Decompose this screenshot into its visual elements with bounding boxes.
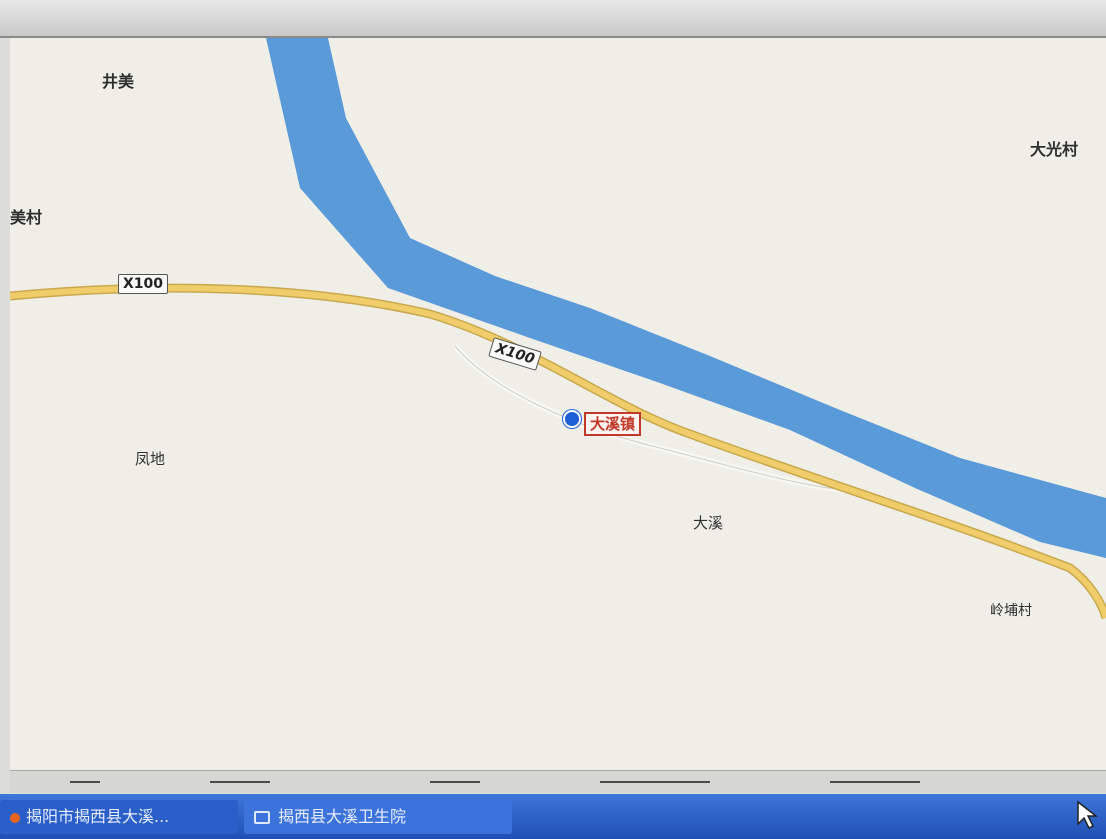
- scale-dash: [830, 781, 920, 783]
- map-drawing: [10, 38, 1106, 620]
- window-icon: [254, 811, 270, 824]
- taskbar-item-label: 揭西县大溪卫生院: [278, 807, 407, 826]
- marker-label[interactable]: 大溪镇: [584, 412, 642, 436]
- place-label-daxi: 大溪: [693, 514, 724, 532]
- place-label-meicun: 美村: [10, 208, 43, 227]
- road-x100-fill: [10, 285, 1106, 619]
- window-top-bar: [0, 0, 1106, 38]
- taskbar: 揭阳市揭西县大溪... 揭西县大溪卫生院: [0, 794, 1106, 839]
- map-scale-strip: [10, 770, 1106, 793]
- location-pin-icon[interactable]: [563, 410, 581, 428]
- place-label-fengdi: 凤地: [135, 450, 166, 468]
- river: [266, 38, 1106, 558]
- place-label-daguangcun: 大光村: [1030, 140, 1079, 159]
- place-label-lingpucun: 岭埔村: [990, 603, 1032, 619]
- road-shield-x100-west: X100: [118, 274, 169, 294]
- taskbar-item-window[interactable]: 揭西县大溪卫生院: [244, 800, 512, 834]
- place-label-jingmei: 井美: [102, 72, 135, 91]
- cursor-arrow-icon: [1077, 800, 1099, 830]
- scale-dash: [600, 781, 710, 783]
- browser-icon: [10, 812, 20, 823]
- taskbar-item-label: 揭阳市揭西县大溪...: [26, 807, 170, 826]
- scale-dash: [70, 781, 100, 783]
- scale-dash: [430, 781, 480, 783]
- scale-dash: [210, 781, 270, 783]
- map-canvas[interactable]: 井美 美村 大光村 凤地 大溪 岭埔村 X100 X100 大溪镇: [10, 38, 1106, 770]
- minor-road-edge: [454, 345, 846, 491]
- taskbar-item-browser[interactable]: 揭阳市揭西县大溪...: [0, 800, 238, 834]
